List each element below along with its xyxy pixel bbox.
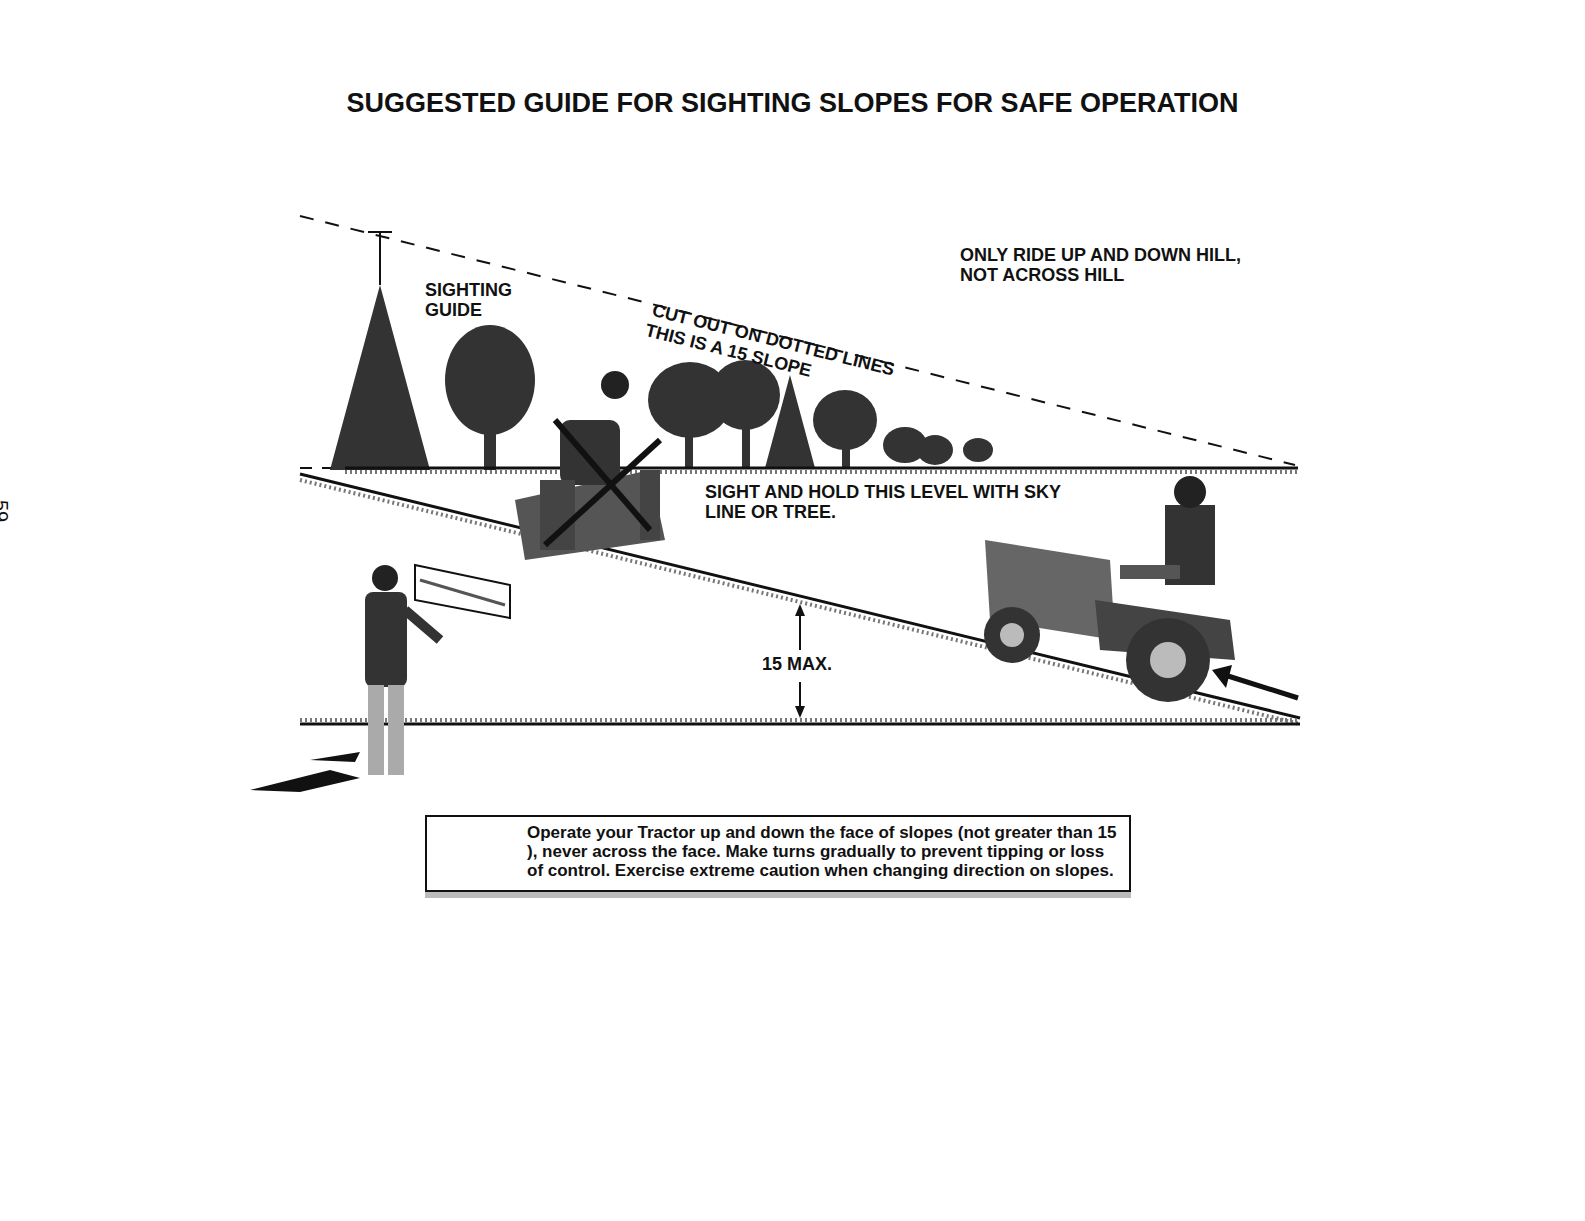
page-number: 59: [0, 500, 12, 540]
warning-text: Operate your Tractor up and down the fac…: [427, 817, 1129, 886]
page-title: SUGGESTED GUIDE FOR SIGHTING SLOPES FOR …: [0, 88, 1585, 118]
sight-note: SIGHT AND HOLD THIS LEVEL WITH SKY LINE …: [705, 482, 1090, 522]
dimension-label: 15 MAX.: [762, 654, 852, 674]
guide-label: SIGHTING GUIDE: [425, 280, 535, 320]
warning-box: Operate your Tractor up and down the fac…: [425, 815, 1131, 892]
ride-note: ONLY RIDE UP AND DOWN HILL, NOT ACROSS H…: [960, 245, 1280, 285]
